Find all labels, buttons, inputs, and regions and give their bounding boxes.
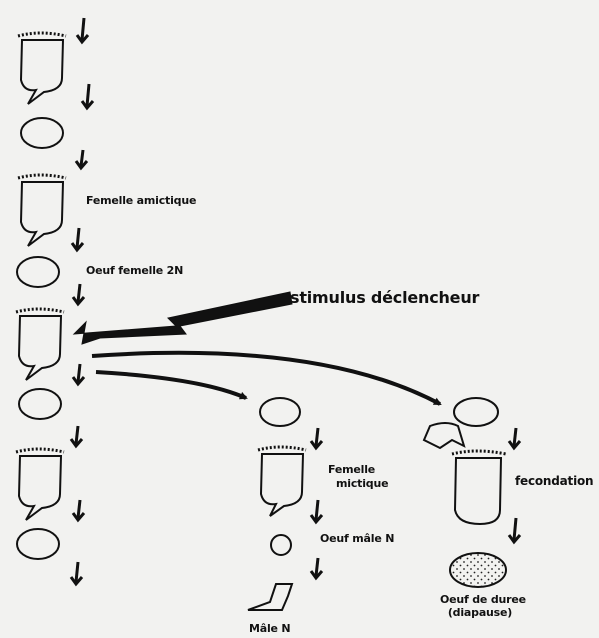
arrow-down (509, 518, 520, 542)
label-stimulus: stimulus déclencheur (290, 289, 479, 307)
arrow-down (73, 364, 84, 384)
female-amictic-1 (18, 33, 66, 104)
label-male: Mâle N (249, 622, 290, 635)
arrow-down (311, 558, 322, 578)
egg-female (17, 529, 59, 559)
arrow-down (71, 426, 82, 446)
male-fertilising (424, 423, 464, 448)
female-mictic (258, 447, 306, 516)
egg-female (19, 389, 61, 419)
arrow-down (77, 18, 88, 42)
arrow-down (73, 284, 84, 304)
arrow-down (311, 428, 322, 448)
label-fecondation: fecondation (515, 474, 593, 488)
arrow-down (72, 228, 83, 250)
branch-arrow-to-mictic (96, 372, 246, 398)
egg-male (271, 535, 291, 555)
stimulus-lightning-bolt (74, 292, 292, 344)
male (248, 584, 292, 610)
egg-female (17, 257, 59, 287)
arrow-down (82, 84, 93, 108)
label-oeuf-male: Oeuf mâle N (320, 532, 394, 545)
branch-arrow-to-fecondation (92, 353, 440, 404)
label-femelle-mictique-line2: mictique (336, 477, 388, 490)
arrow-down (73, 500, 84, 520)
arrow-down (71, 562, 82, 584)
female-fecondation (452, 451, 506, 524)
resting-egg (450, 553, 506, 587)
label-oeuf-duree-line1: Oeuf de duree (440, 593, 520, 606)
label-oeuf-duree-line2: (diapause) (440, 606, 520, 619)
arrow-down (509, 428, 520, 448)
female-amictic-4 (16, 449, 64, 520)
egg-mictic (260, 398, 300, 426)
label-femelle-mictique-line1: Femelle (328, 463, 375, 476)
label-oeuf-femelle: Oeuf femelle 2N (86, 264, 183, 277)
label-femelle-amictique: Femelle amictique (86, 194, 196, 207)
arrow-down (311, 500, 322, 522)
egg-female (21, 118, 63, 148)
female-amictic-2 (18, 175, 66, 246)
arrow-down (76, 150, 87, 168)
egg-fecondation (454, 398, 498, 426)
female-amictic-3 (16, 309, 64, 380)
